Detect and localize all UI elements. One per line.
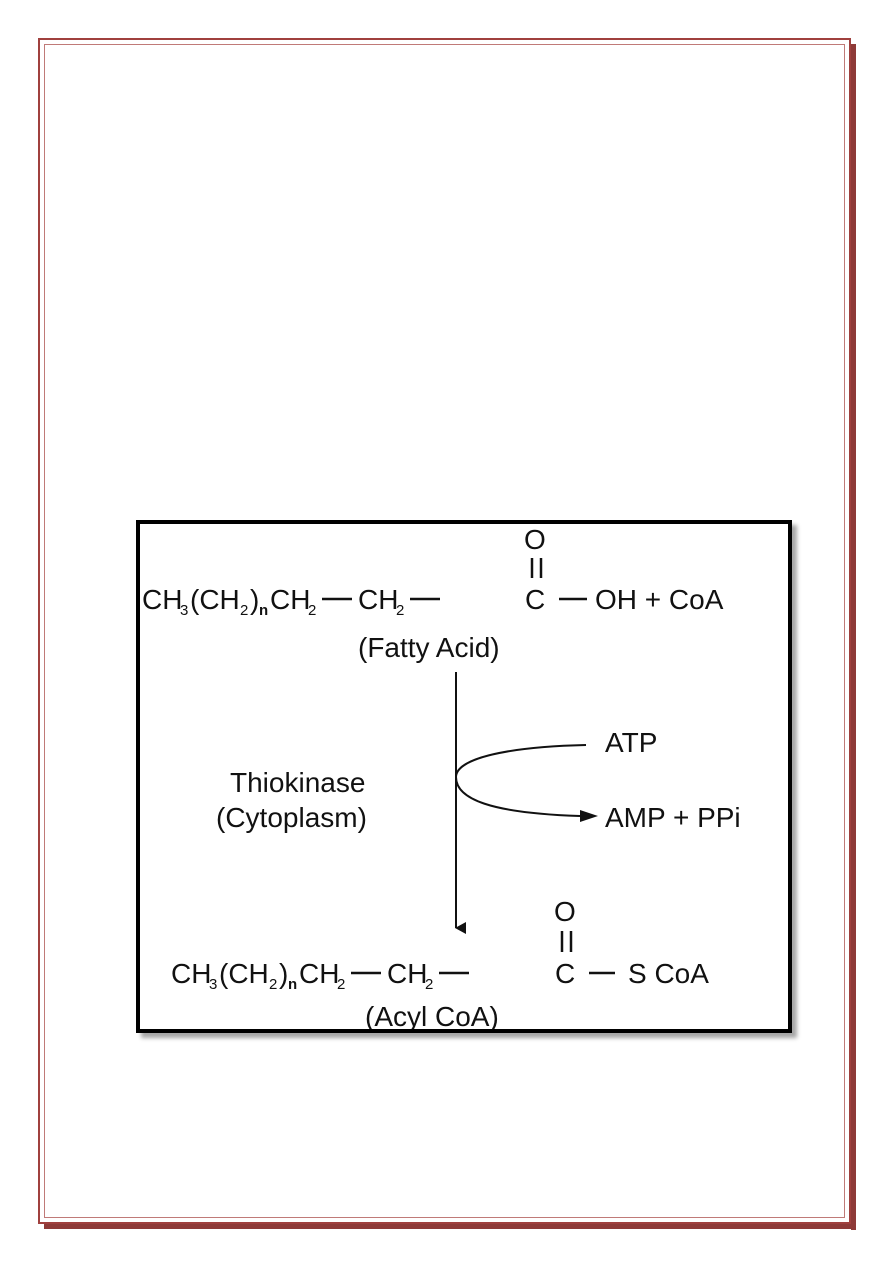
page-border-shadow-bottom xyxy=(44,1224,856,1229)
fatty-acid-formula: CH 3 (CH 2 ) n CH 2 CH 2 O C OH + CoA xyxy=(142,524,724,619)
cofactor-products: AMP + PPi xyxy=(605,802,741,833)
acyl-coa-label: (Acyl CoA) xyxy=(365,1001,499,1029)
cofactor-arrowhead xyxy=(580,810,598,822)
formula-ch-prefix: CH xyxy=(142,584,182,615)
carbonyl-oxygen: O xyxy=(554,896,576,927)
reaction-figure: CH 3 (CH 2 ) n CH 2 CH 2 O C OH + CoA (F… xyxy=(136,520,792,1033)
formula-sub-3: 3 xyxy=(180,602,188,619)
formula-close-paren: ) xyxy=(250,584,259,615)
formula-ch-prefix: CH xyxy=(171,958,211,989)
enzyme-location: (Cytoplasm) xyxy=(216,802,367,833)
cofactor-atp: ATP xyxy=(605,727,657,758)
reaction-diagram: CH 3 (CH 2 ) n CH 2 CH 2 O C OH + CoA (F… xyxy=(142,524,741,1029)
fatty-acid-label: (Fatty Acid) xyxy=(358,632,500,663)
formula-ch2-group: (CH xyxy=(190,584,240,615)
formula-sub-3: 3 xyxy=(209,976,217,993)
formula-ch2-b-sub: 2 xyxy=(425,976,433,993)
formula-ch2-a: CH xyxy=(270,584,310,615)
formula-sub-2: 2 xyxy=(240,602,248,619)
formula-sub-n: n xyxy=(288,976,297,993)
page-border-inner xyxy=(44,44,845,1218)
formula-ch2-a: CH xyxy=(299,958,339,989)
formula-tail: OH + CoA xyxy=(595,584,724,615)
page-border-shadow-right xyxy=(851,44,856,1230)
formula-ch2-group: (CH xyxy=(219,958,269,989)
carbonyl-carbon: C xyxy=(525,584,545,615)
formula-tail: S CoA xyxy=(628,958,709,989)
cofactor-curve xyxy=(454,744,587,817)
formula-ch2-a-sub: 2 xyxy=(308,602,316,619)
enzyme-name: Thiokinase xyxy=(230,767,365,798)
formula-close-paren: ) xyxy=(279,958,288,989)
acyl-coa-formula: CH 3 (CH 2 ) n CH 2 CH 2 O C S CoA xyxy=(171,896,709,993)
formula-ch2-a-sub: 2 xyxy=(337,976,345,993)
carbonyl-oxygen: O xyxy=(524,524,546,555)
formula-sub-2: 2 xyxy=(269,976,277,993)
formula-ch2-b-sub: 2 xyxy=(396,602,404,619)
formula-ch2-b: CH xyxy=(358,584,398,615)
carbonyl-carbon: C xyxy=(555,958,575,989)
page-border xyxy=(38,38,851,1224)
formula-sub-n: n xyxy=(259,602,268,619)
formula-ch2-b: CH xyxy=(387,958,427,989)
